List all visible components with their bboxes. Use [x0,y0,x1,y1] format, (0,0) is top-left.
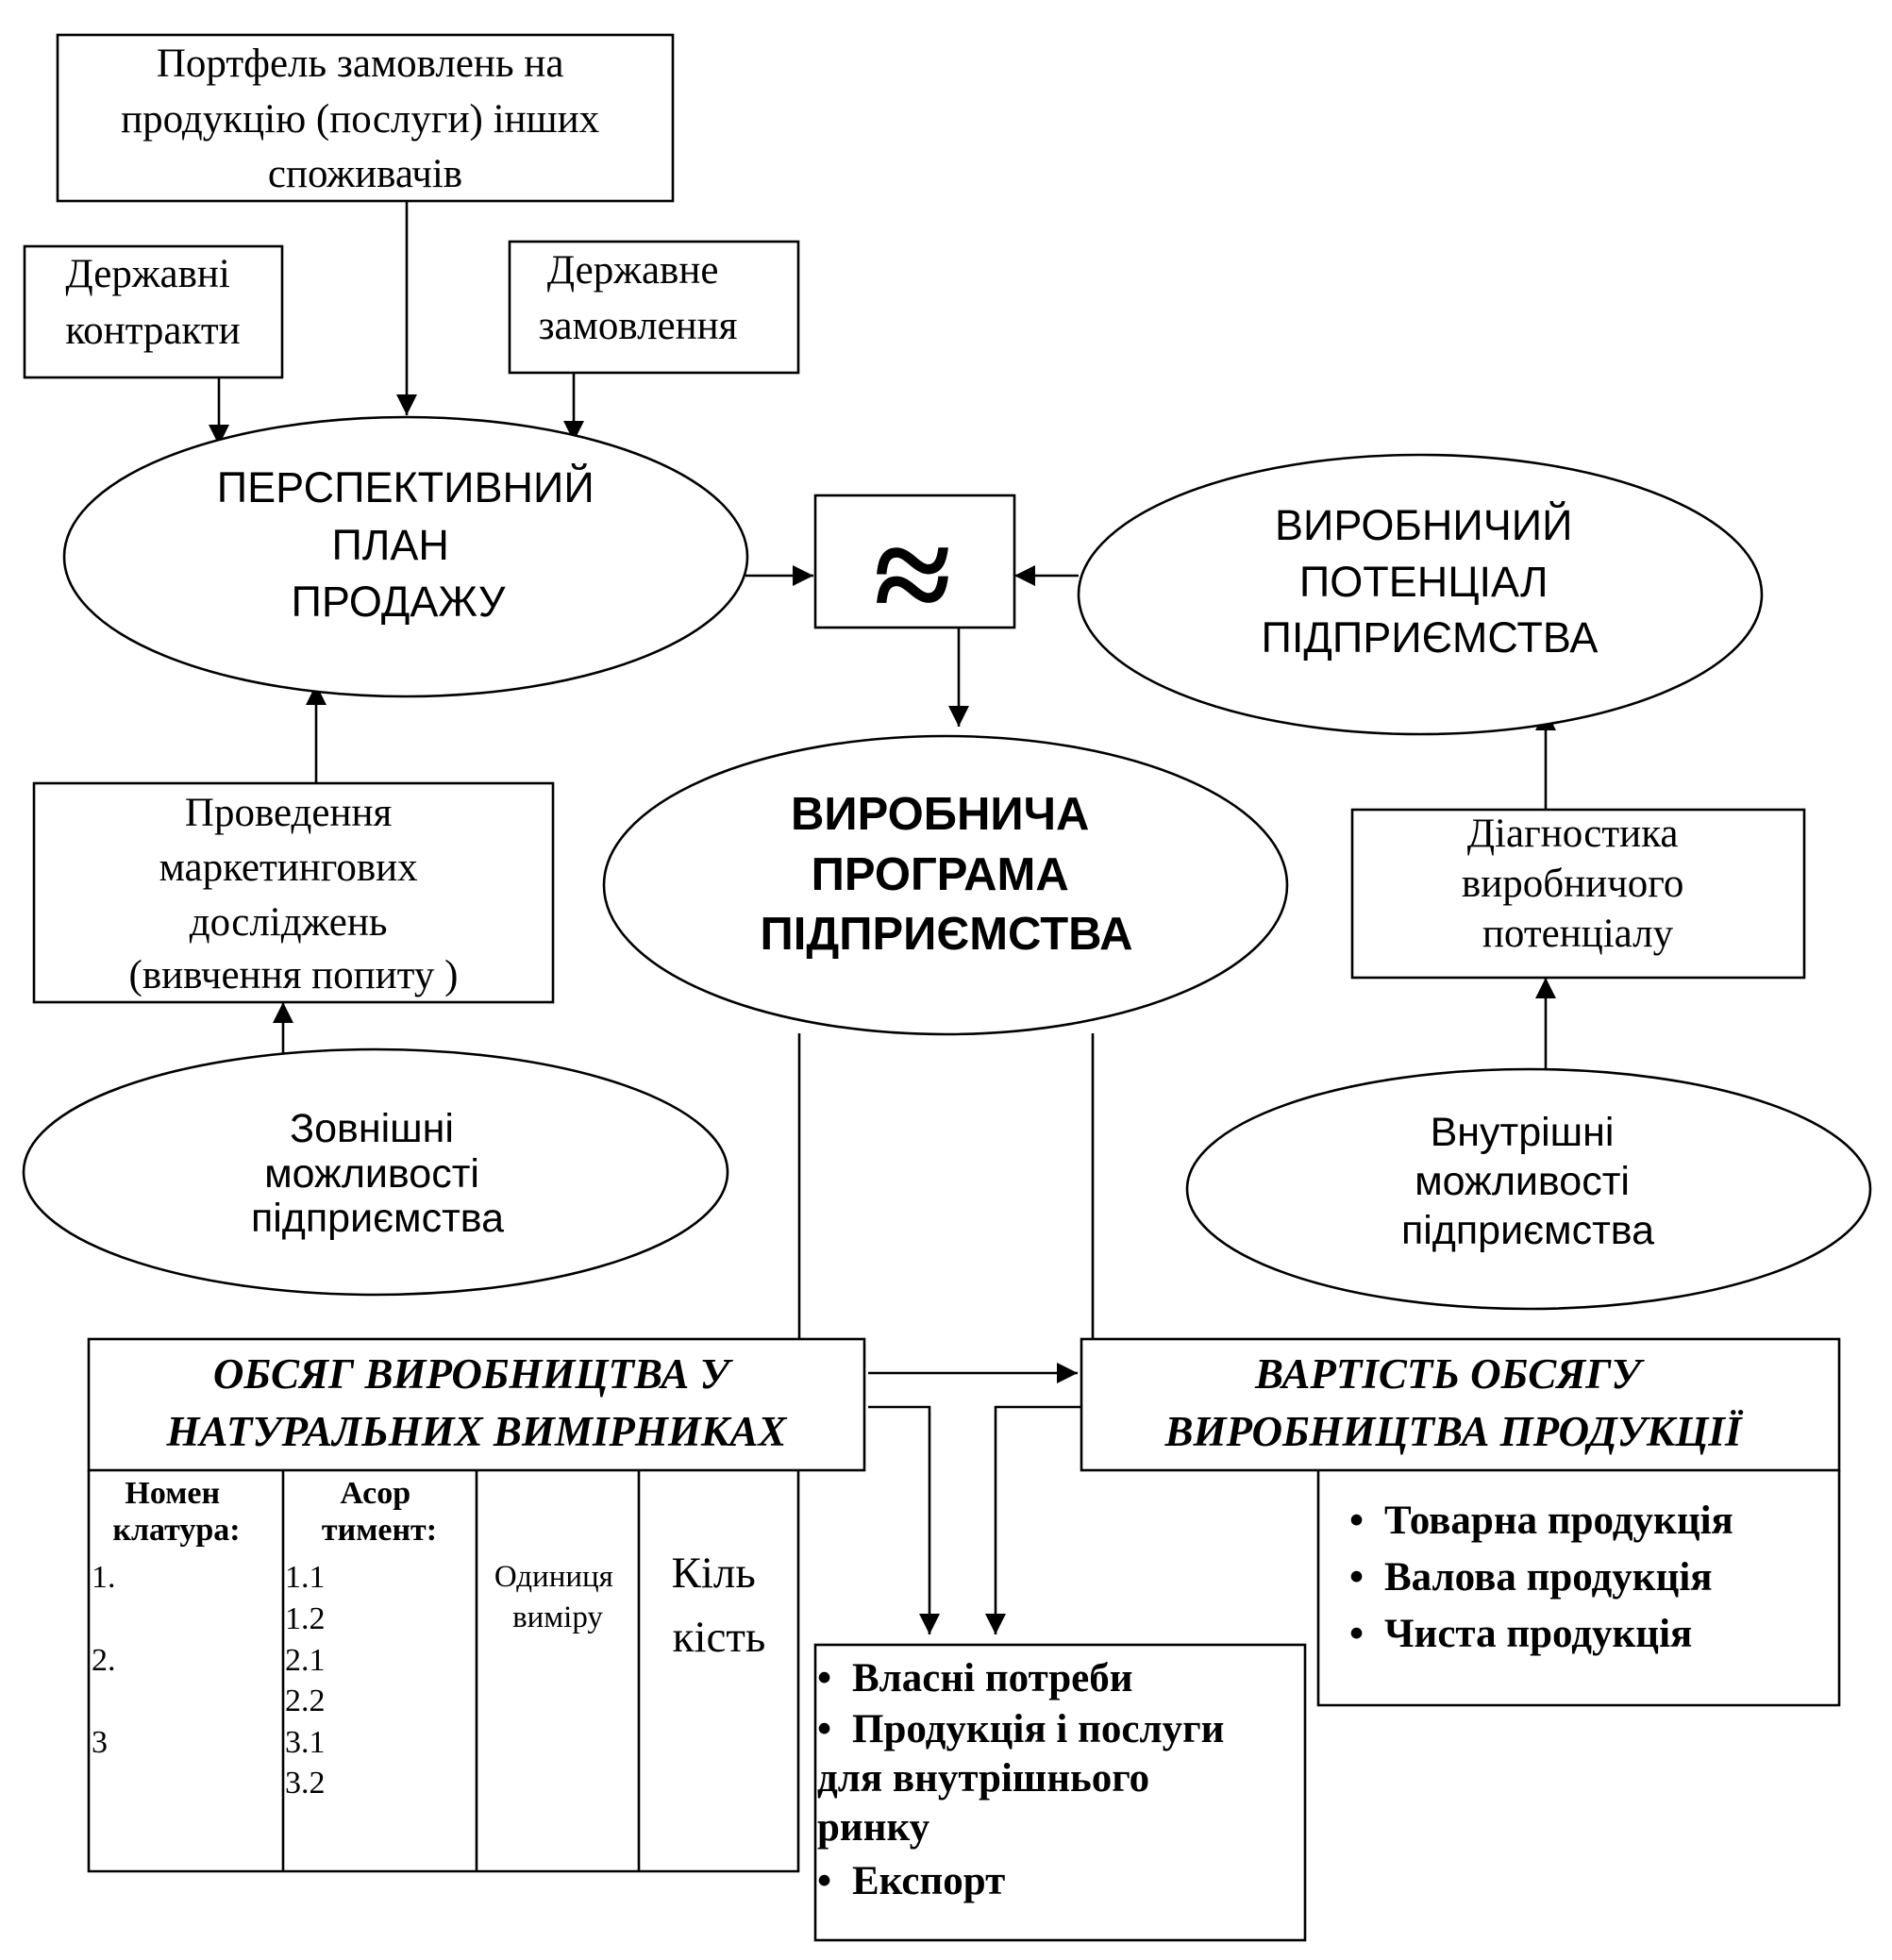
capacity-diagnostics-text: Діагностика виробничого потенціалу [1462,812,1694,956]
value-item: •Чиста продукція [1349,1612,1692,1656]
distribution-item-continuation: ринку [817,1805,930,1850]
assortment-item: 1.2 [285,1601,326,1636]
physical-volume-block: ОБСЯГ ВИРОБНИЦТВА У НАТУРАЛЬНИХ ВИМІРНИК… [87,1337,866,1873]
value-volume-title: ВАРТІСТЬ ОБСЯГУ ВИРОБНИЦТВА ПРОДУКЦІЇ [1164,1350,1744,1455]
distribution-item: •Експорт [817,1859,1005,1903]
nomenclature-item: 1. [92,1560,116,1595]
physical-volume-table: Номен клатура: 1. 2. 3 Асор тимент: 1.1 … [87,1470,800,1873]
capacity-diagnostics-box: Діагностика виробничого потенціалу [1350,808,1806,980]
state-order-text: Державне замовлення [539,248,738,348]
connectors [209,201,1556,1634]
external-opportunities-text: Зовнішні можливості підприємства [251,1106,504,1241]
sales-plan-ellipse: ПЕРСПЕКТИВНИЙ ПЛАН ПРОДАЖУ [62,415,749,698]
production-capacity-text: ВИРОБНИЧИЙ ПОТЕНЦІАЛ ПІДПРИЄМСТВА [1262,501,1599,662]
nomenclature-header: Номен клатура: [112,1476,240,1548]
internal-opportunities-ellipse: Внутрішні можливості підприємства [1185,1067,1872,1311]
assortment-item: 2.2 [285,1684,326,1718]
distribution-item: •Власні потреби [817,1656,1133,1700]
internal-opportunities-text: Внутрішні можливості підприємства [1401,1110,1654,1253]
assortment-header: Асор тимент: [322,1476,437,1548]
value-item: •Товарна продукція [1349,1499,1733,1543]
state-order-box: Державне замовлення [508,240,800,375]
distribution-item-continuation: для внутрішнього [817,1756,1149,1801]
assortment-item: 1.1 [285,1560,326,1595]
balance-box: ≈ [813,494,1016,654]
assortment-item: 2.1 [285,1643,326,1678]
arrow-value-to-distribution [985,1405,1081,1634]
orders-portfolio-box: Портфель замовлень на продукцію (послуги… [56,33,675,203]
state-contracts-box: Державні контракти [23,244,284,379]
assortment-item: 3.1 [285,1725,326,1760]
nomenclature-item: 3 [92,1725,108,1760]
approx-symbol: ≈ [874,497,951,654]
state-contracts-text: Державні контракти [65,252,240,353]
production-program-ellipse: ВИРОБНИЧА ПРОГРАМА ПІДПРИЄМСТВА [602,734,1289,1036]
unit-header: Одиниця виміру [494,1560,621,1634]
assortment-item: 3.2 [285,1766,326,1801]
physical-volume-title: ОБСЯГ ВИРОБНИЦТВА У НАТУРАЛЬНИХ ВИМІРНИК… [166,1350,788,1455]
production-capacity-ellipse: ВИРОБНИЧИЙ ПОТЕНЦІАЛ ПІДПРИЄМСТВА [1077,453,1764,736]
value-volume-block: ВАРТІСТЬ ОБСЯГУ ВИРОБНИЦТВА ПРОДУКЦІЇ •Т… [1080,1337,1841,1707]
distribution-block: •Власні потреби •Продукція і послуги для… [813,1643,1307,1942]
orders-portfolio-text: Портфель замовлень на продукцію (послуги… [121,42,610,196]
arrow-volume-to-distribution [868,1405,940,1634]
distribution-item: •Продукція і послуги [817,1707,1224,1751]
marketing-research-box: Проведення маркетингових досліджень (вив… [32,781,555,1004]
nomenclature-item: 2. [92,1643,116,1678]
external-opportunities-ellipse: Зовнішні можливості підприємства [22,1047,729,1297]
production-program-text: ВИРОБНИЧА ПРОГРАМА ПІДПРИЄМСТВА [761,789,1133,960]
marketing-research-text: Проведення маркетингових досліджень (вив… [129,791,459,997]
value-item: •Валова продукція [1349,1555,1713,1600]
quantity-header: Кіль кість [671,1549,766,1662]
sales-plan-text: ПЕРСПЕКТИВНИЙ ПЛАН ПРОДАЖУ [217,463,606,626]
